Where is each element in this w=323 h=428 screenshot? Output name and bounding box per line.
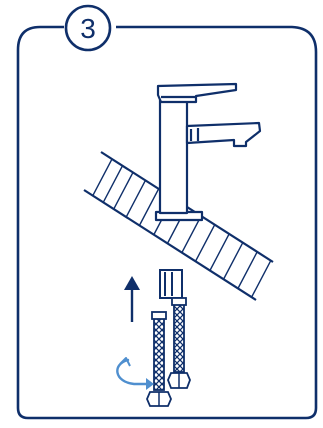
step-badge: 3 [64,4,112,52]
flex-hose-left [146,311,172,407]
rotate-arrow-icon [116,357,154,390]
faucet-handle [156,82,238,104]
faucet [154,82,262,222]
countertop [83,151,274,301]
arrow-up-icon [124,276,140,322]
mounting-shank [159,269,183,299]
countertop-hatching [84,152,273,300]
faucet-body [158,98,189,215]
step-number: 3 [80,13,96,44]
faucet-spout [185,121,262,148]
flex-hose-right [167,297,191,389]
step-frame [16,25,318,420]
